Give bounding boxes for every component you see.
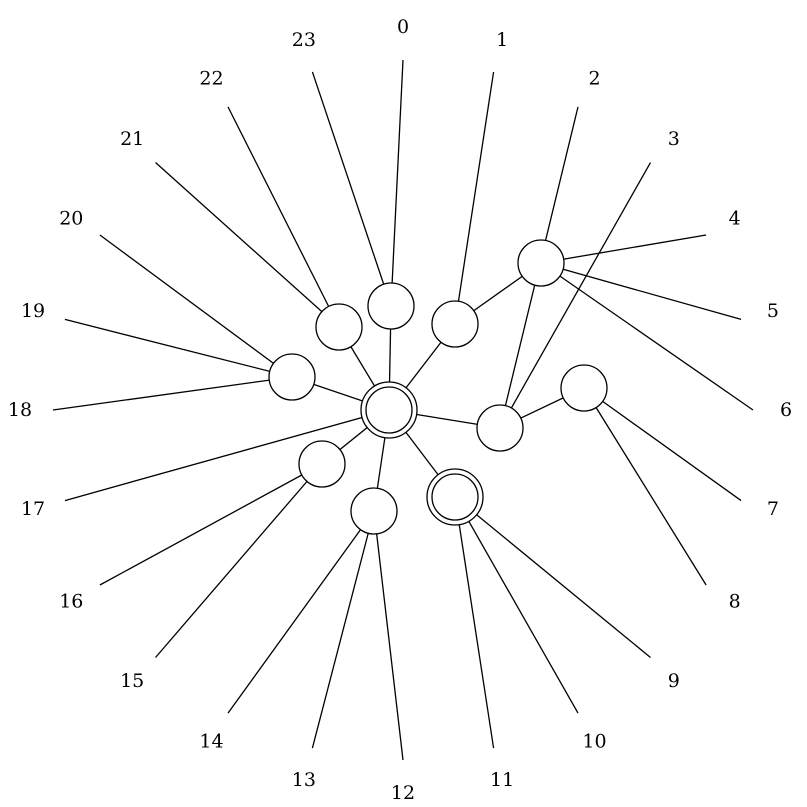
node-circle xyxy=(268,353,316,401)
edge-n_0_23-0 xyxy=(390,59,404,307)
node-circle xyxy=(517,239,565,287)
edge-n_9_10_11-10 xyxy=(454,496,579,714)
node-n_1_4_5_6 xyxy=(431,300,479,348)
node-circle xyxy=(315,303,363,351)
node-inner-ring xyxy=(431,473,479,521)
leaf-label-7: 7 xyxy=(767,498,779,520)
edge-n_9_10_11-9 xyxy=(454,496,651,658)
edge-n_12_13_14-13 xyxy=(311,510,375,749)
leaf-label-1: 1 xyxy=(496,29,508,51)
leaf-label-2: 2 xyxy=(588,67,600,89)
leaf-label-16: 16 xyxy=(59,591,83,613)
leaf-label-8: 8 xyxy=(729,591,741,613)
node-circle xyxy=(560,364,608,412)
leaf-label-3: 3 xyxy=(668,128,680,150)
leaf-label-6: 6 xyxy=(780,399,792,421)
node-n_7_8 xyxy=(560,364,608,412)
node-n_21_22 xyxy=(315,303,363,351)
node-n_4_5_6 xyxy=(517,239,565,287)
leaf-label-13: 13 xyxy=(292,769,316,791)
leaf-label-14: 14 xyxy=(199,731,223,753)
leaf-label-23: 23 xyxy=(292,29,316,51)
node-inner-ring xyxy=(365,386,413,434)
edge-n_1_4_5_6-1 xyxy=(454,71,495,325)
leaf-label-9: 9 xyxy=(668,670,680,692)
edge-n_7_8-8 xyxy=(583,387,707,586)
leaf-label-18: 18 xyxy=(8,399,32,421)
edge-n_4_5_6-6 xyxy=(540,262,754,411)
leaf-label-17: 17 xyxy=(21,498,45,520)
leaf-label-11: 11 xyxy=(490,769,514,791)
node-circle xyxy=(298,440,346,488)
node-circle xyxy=(476,404,524,452)
edge-root-17 xyxy=(64,409,390,502)
edge-n_12_13_14-14 xyxy=(227,510,375,714)
node-n_18_19_20 xyxy=(268,353,316,401)
edge-n_15_16-16 xyxy=(99,463,323,586)
edge-n_2_3_7_8-3 xyxy=(499,162,652,429)
leaf-label-22: 22 xyxy=(199,67,223,89)
node-n_2_3_7_8 xyxy=(476,404,524,452)
leaf-label-19: 19 xyxy=(21,300,45,322)
edge-n_18_19_20-20 xyxy=(99,234,293,378)
leaf-label-12: 12 xyxy=(391,782,415,804)
node-n_0_23 xyxy=(367,282,415,330)
edge-n_18_19_20-19 xyxy=(64,318,293,378)
leaf-label-5: 5 xyxy=(767,300,779,322)
node-circle xyxy=(350,487,398,535)
edge-n_18_19_20-18 xyxy=(52,376,293,411)
edge-n_4_5_6-5 xyxy=(540,262,742,321)
leaf-label-15: 15 xyxy=(120,670,144,692)
node-n_12_13_14 xyxy=(350,487,398,535)
edge-n_21_22-22 xyxy=(227,106,340,328)
edge-n_0_23-23 xyxy=(311,71,392,307)
edge-n_9_10_11-11 xyxy=(454,496,495,749)
leaf-label-0: 0 xyxy=(397,16,409,38)
leaf-label-21: 21 xyxy=(120,128,144,150)
edge-n_7_8-7 xyxy=(583,387,742,502)
edge-n_12_13_14-12 xyxy=(373,510,404,761)
edge-n_4_5_6-4 xyxy=(540,234,707,264)
node-n_15_16 xyxy=(298,440,346,488)
nodes-group xyxy=(268,239,608,535)
node-root xyxy=(360,381,418,439)
leaf-label-20: 20 xyxy=(59,208,83,230)
edge-n_21_22-21 xyxy=(155,162,340,328)
leaf-label-4: 4 xyxy=(729,208,741,230)
node-n_9_10_11 xyxy=(426,468,484,526)
node-circle xyxy=(367,282,415,330)
node-circle xyxy=(431,300,479,348)
leaf-label-10: 10 xyxy=(582,731,606,753)
edge-n_15_16-15 xyxy=(155,463,323,658)
